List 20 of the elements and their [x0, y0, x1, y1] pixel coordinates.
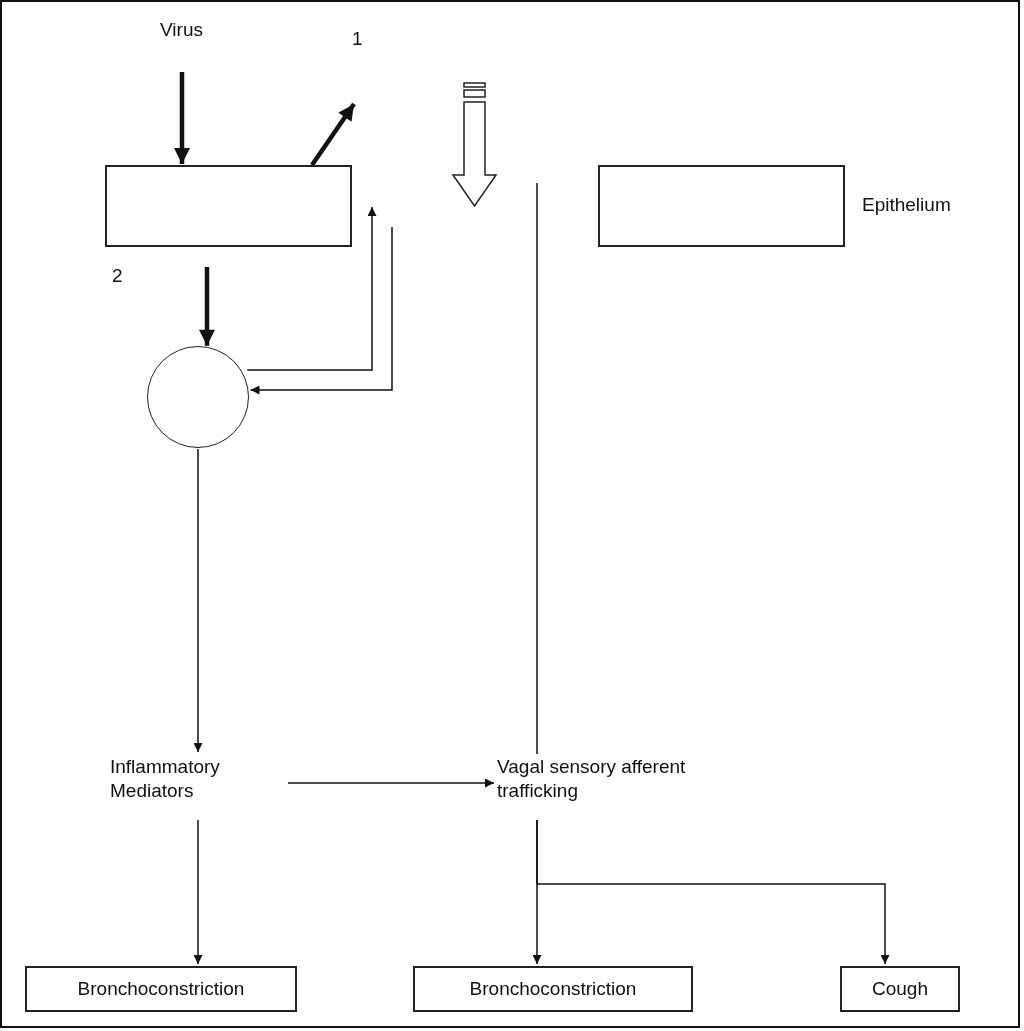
arrow: [193, 819, 203, 965]
outcome-box: Bronchoconstriction: [25, 966, 297, 1012]
callout-number: 1: [352, 28, 363, 50]
callout-number: 2: [112, 265, 123, 287]
arrow: [287, 778, 495, 788]
arrow: [310, 102, 356, 167]
epithelium-box: [598, 165, 845, 247]
arrow: [193, 448, 203, 753]
epithelium-box: [105, 165, 352, 247]
node-label: Virus: [160, 18, 203, 42]
outcome-box: Cough: [840, 966, 960, 1012]
arrow: [199, 267, 215, 346]
arrow: [246, 206, 377, 371]
arrow: [174, 72, 190, 164]
node-label: Vagal sensory afferent trafficking: [497, 755, 687, 803]
tissue-label: Epithelium: [862, 194, 951, 216]
node-label: Inflammatory Mediators: [110, 755, 221, 803]
outcome-box: Bronchoconstriction: [413, 966, 693, 1012]
arrow: [249, 226, 393, 395]
arrow: [536, 819, 890, 965]
